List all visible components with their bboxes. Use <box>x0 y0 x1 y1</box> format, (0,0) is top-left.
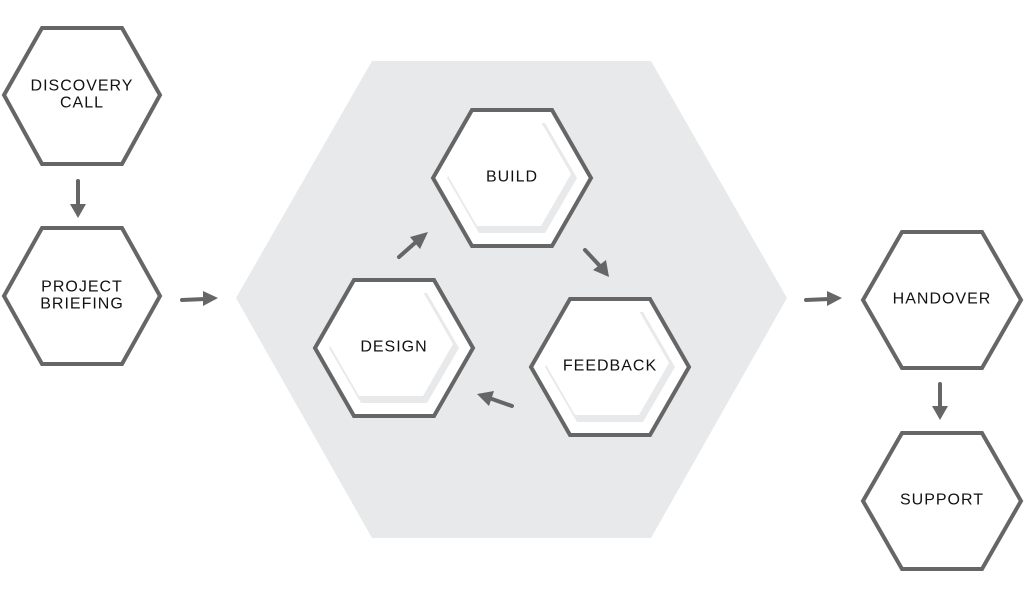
node-build: BUILD <box>430 108 594 248</box>
project-briefing-hexagon <box>1 226 163 366</box>
feedback-label: FEEDBACK <box>563 358 657 375</box>
arrow-design-to-build <box>397 232 428 259</box>
feedback-inner-core <box>545 311 669 415</box>
build-label: BUILD <box>486 169 538 186</box>
project-briefing-label-line1: PROJECT <box>41 279 123 296</box>
arrow-handover-to-support <box>932 382 948 420</box>
node-discovery-call: DISCOVERY CALL <box>1 26 163 166</box>
handover-hexagon <box>860 230 1024 370</box>
node-project-briefing: PROJECT BRIEFING <box>1 226 163 366</box>
design-label: DESIGN <box>360 339 427 356</box>
arrow-cycle-to-handover <box>804 291 842 306</box>
discovery-call-label-line1: DISCOVERY <box>31 78 134 95</box>
arrow-discovery-to-briefing <box>70 179 86 218</box>
node-support: SUPPORT <box>860 431 1024 571</box>
node-design: DESIGN <box>312 278 476 418</box>
node-handover: HANDOVER <box>860 230 1024 370</box>
design-inner-core <box>329 292 453 396</box>
arrow-build-to-feedback <box>583 248 609 277</box>
support-label: SUPPORT <box>900 492 984 509</box>
discovery-call-label-line2: CALL <box>60 95 104 112</box>
arrow-feedback-to-design <box>477 391 514 408</box>
handover-label: HANDOVER <box>893 291 992 308</box>
build-inner-core <box>447 122 571 226</box>
node-feedback: FEEDBACK <box>528 297 692 437</box>
support-hexagon <box>860 431 1024 571</box>
arrow-briefing-to-cycle <box>180 291 218 306</box>
project-briefing-label-line2: BRIEFING <box>40 296 124 313</box>
discovery-call-hexagon <box>1 26 163 166</box>
